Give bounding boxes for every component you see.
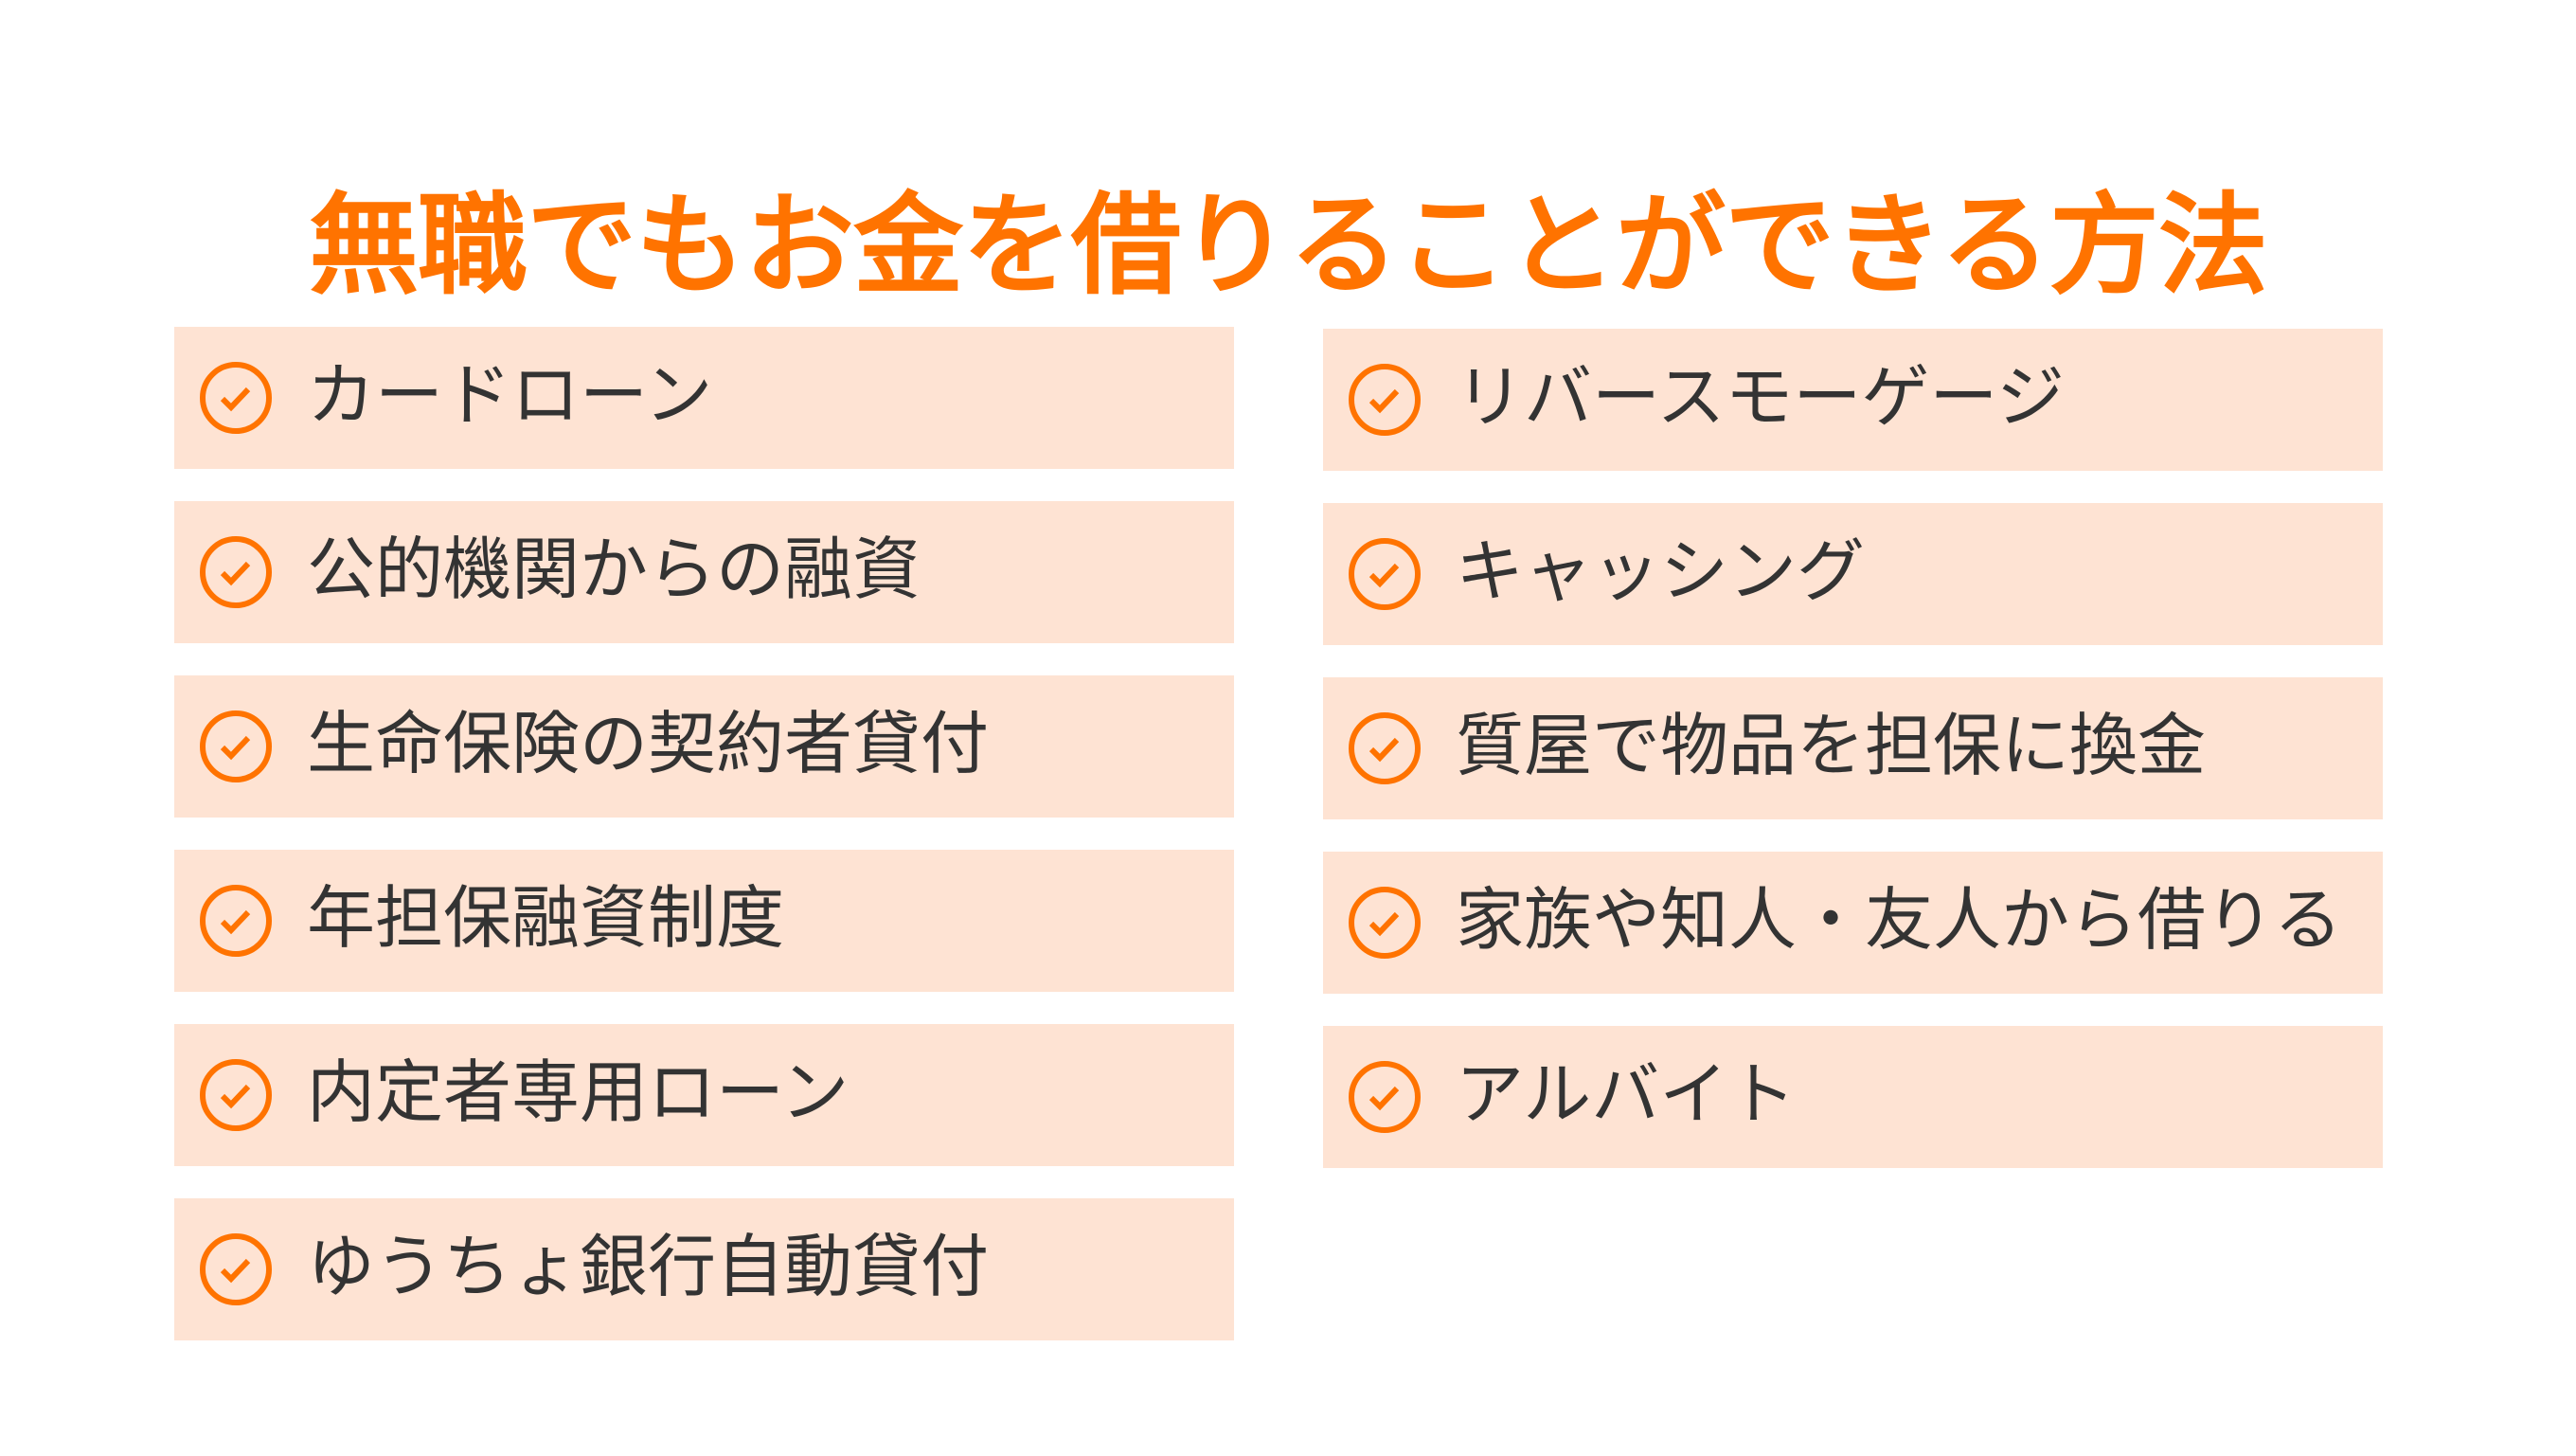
list-item-label: アルバイト <box>1456 1054 1797 1134</box>
right-method-list: リバースモーゲージ キャッシング 質屋で物品を担保に換金 家族や知人・友人から借… <box>1323 329 2383 1200</box>
list-item-label: 年担保融資制度 <box>307 878 785 958</box>
list-item-label: リバースモーゲージ <box>1456 357 2065 437</box>
list-item-label: ゆうちょ銀行自動貸付 <box>307 1227 990 1306</box>
check-circle-icon <box>199 1232 273 1306</box>
list-item-label: 内定者専用ローン <box>307 1052 850 1132</box>
page-title: 無職でもお金を借りることができる方法 <box>309 181 2268 310</box>
check-circle-icon <box>199 1058 273 1132</box>
list-item: リバースモーゲージ <box>1323 329 2383 471</box>
check-circle-icon <box>199 710 273 783</box>
check-circle-icon <box>199 535 273 609</box>
list-item-label: 質屋で物品を担保に換金 <box>1456 706 2207 785</box>
list-item: 生命保険の契約者貸付 <box>174 675 1234 818</box>
list-item: 家族や知人・友人から借りる <box>1323 852 2383 994</box>
list-item: 内定者専用ローン <box>174 1024 1234 1166</box>
check-circle-icon <box>1348 886 1422 960</box>
list-item: キャッシング <box>1323 503 2383 645</box>
list-item: 公的機関からの融資 <box>174 501 1234 643</box>
list-item: ゆうちょ銀行自動貸付 <box>174 1198 1234 1340</box>
list-item: 質屋で物品を担保に換金 <box>1323 677 2383 819</box>
list-item: 年担保融資制度 <box>174 850 1234 992</box>
list-item-label: キャッシング <box>1456 531 1866 611</box>
list-item-label: 公的機関からの融資 <box>307 530 921 609</box>
check-circle-icon <box>1348 537 1422 611</box>
check-circle-icon <box>199 361 273 435</box>
check-circle-icon <box>199 884 273 958</box>
list-item: アルバイト <box>1323 1026 2383 1168</box>
check-circle-icon <box>1348 363 1422 437</box>
left-method-list: カードローン 公的機関からの融資 生命保険の契約者貸付 年担保融資制度 内定者専… <box>174 327 1234 1373</box>
check-circle-icon <box>1348 711 1422 785</box>
list-item-label: カードローン <box>307 355 713 435</box>
list-item-label: 家族や知人・友人から借りる <box>1456 880 2343 960</box>
list-item-label: 生命保険の契約者貸付 <box>307 704 990 783</box>
check-circle-icon <box>1348 1060 1422 1134</box>
list-item: カードローン <box>174 327 1234 469</box>
